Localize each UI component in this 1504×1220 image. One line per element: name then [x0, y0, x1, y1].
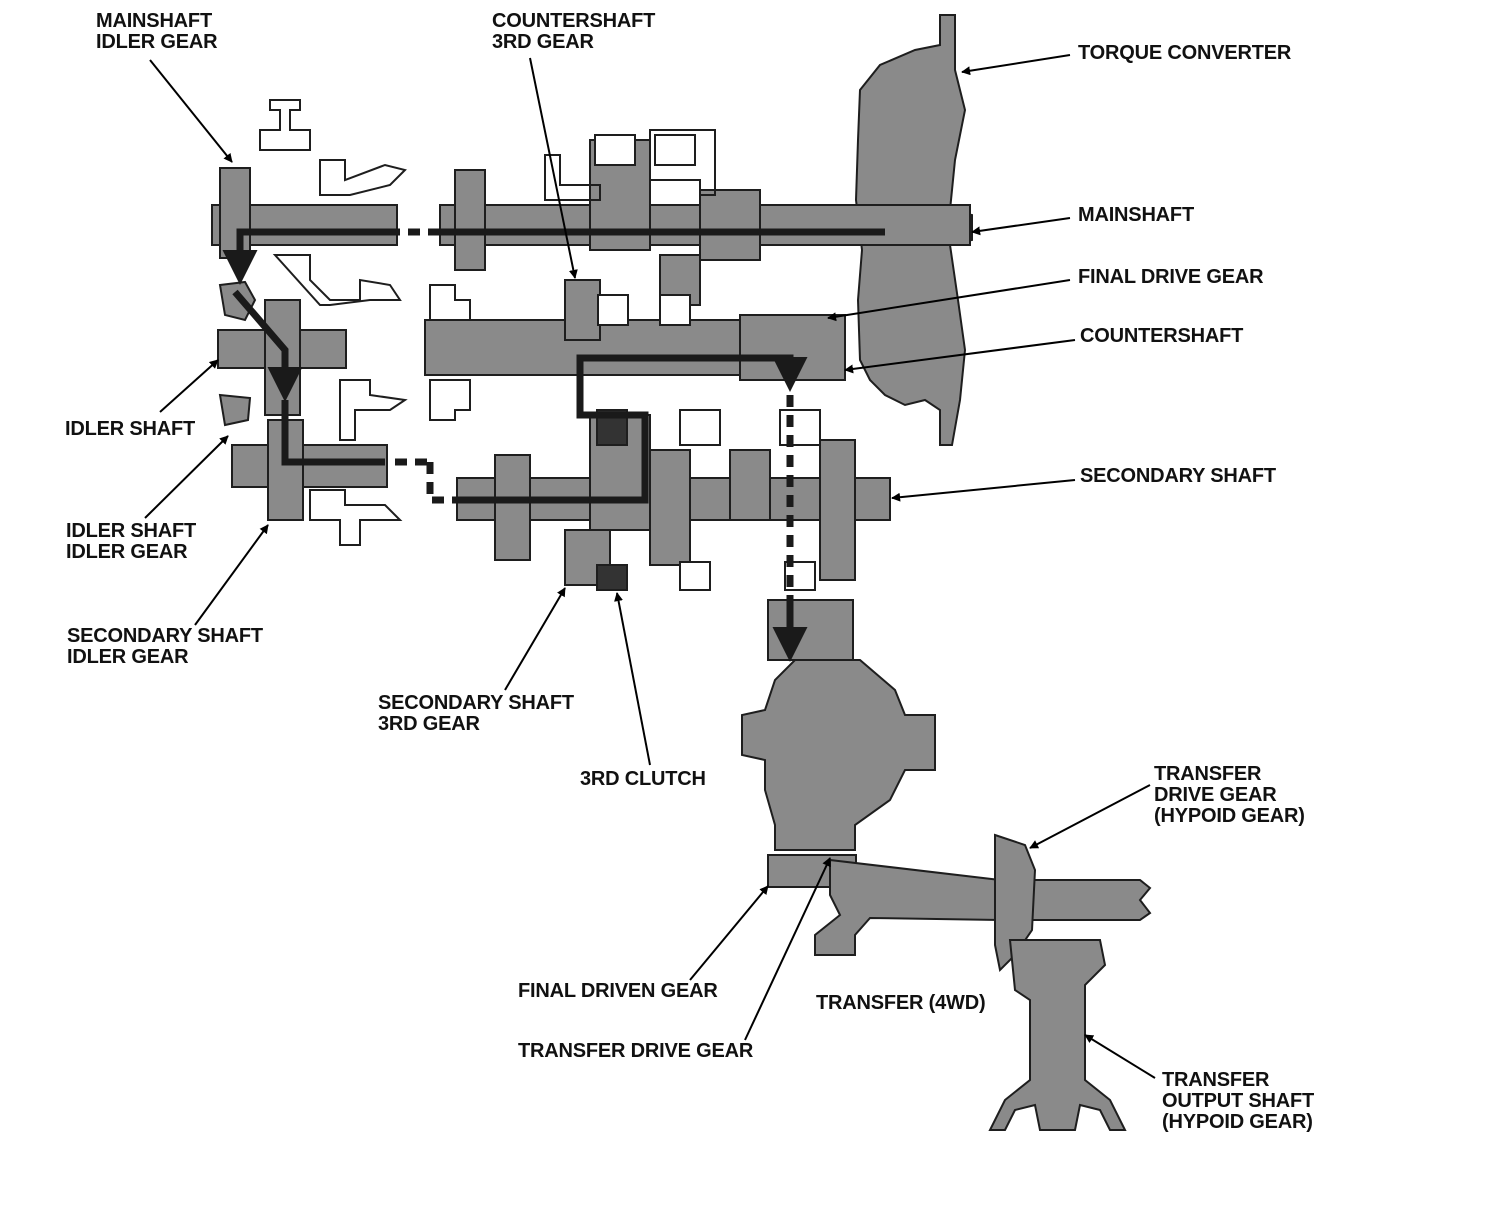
secondary-shaft-left-outline: [309, 489, 403, 546]
differential-upper-gear: [767, 599, 854, 661]
countershaft-3rd-gear: [564, 279, 601, 341]
secondary-shaft-gear-c: [649, 449, 691, 566]
idler-shaft-lower-part: [218, 393, 252, 427]
mainshaft-gear-a: [454, 169, 486, 271]
label-countershaft: COUNTERSHAFT: [1080, 325, 1244, 347]
leader-final-driven-gear: [689, 885, 769, 981]
leader-secondary-shaft: [891, 479, 1076, 502]
idler-shaft-right-outline: [339, 379, 408, 441]
leader-idler-shaft-idler-gear: [144, 435, 229, 519]
leader-countershaft-3rd-gear: [529, 57, 578, 279]
label-final-driven-gear: FINAL DRIVEN GEAR: [518, 980, 718, 1002]
components: [211, 14, 1152, 1131]
leader-transfer-output-shaft: [1084, 1034, 1156, 1079]
leader-transfer-drive-gear: [744, 857, 831, 1041]
label-3rd-clutch: 3RD CLUTCH: [580, 768, 706, 790]
third-clutch-lower: [596, 564, 628, 591]
label-secondary-shaft: SECONDARY SHAFT: [1080, 465, 1276, 487]
leader-countershaft: [844, 339, 1076, 374]
secondary-shaft-left: [231, 444, 388, 488]
mainshaft-lower-gear: [272, 254, 402, 306]
power-flow-mainshaft-left: [222, 228, 390, 285]
differential-case: [741, 659, 936, 851]
mainshaft-upper-gear-2: [319, 159, 407, 196]
mainshaft-upper-gear: [259, 99, 311, 151]
label-transfer-drive-gear: TRANSFER DRIVE GEAR: [518, 1040, 754, 1062]
transfer-output-shaft-hypoid: [988, 939, 1127, 1131]
leader-secondary-shaft-3rd-gear: [504, 587, 566, 691]
clutch-pack-secondary-1: [679, 409, 721, 446]
leader-secondary-shaft-idler-gear: [194, 524, 269, 626]
label-torque-converter: TORQUE CONVERTER: [1078, 42, 1292, 64]
leader-torque-converter: [961, 54, 1071, 76]
mainshaft-clutch-outline: [544, 129, 716, 201]
clutch-pack-secondary-2: [779, 409, 821, 446]
countershaft-left-outline: [429, 284, 471, 421]
transfer-shaft: [814, 858, 1152, 956]
clutch-pack-lower-2: [679, 561, 711, 591]
label-mainshaft: MAINSHAFT: [1078, 204, 1194, 226]
clutch-pack-mainshaft-2: [654, 134, 696, 166]
leader-mainshaft-idler-gear: [149, 59, 233, 163]
power-flow-secondary-left: [281, 400, 385, 466]
mainshaft-idler-gear: [219, 167, 251, 259]
clutch-pack-countershaft-2: [659, 294, 691, 326]
secondary-shaft-gear-e: [819, 439, 856, 581]
label-idler-shaft: IDLER SHAFT: [65, 418, 196, 440]
power-flow-path: [222, 228, 885, 662]
secondary-shaft-gear-d: [729, 449, 771, 521]
secondary-shaft-gear-a: [494, 454, 531, 561]
clutch-pack-mainshaft-1: [594, 134, 636, 166]
leader-lines: [144, 54, 1156, 1079]
leader-3rd-clutch: [614, 592, 651, 766]
label-transfer-4wd: TRANSFER (4WD): [816, 992, 986, 1014]
clutch-pack-countershaft-1: [597, 294, 629, 326]
power-flow-idler: [232, 289, 303, 402]
power-flow-secondary-dashed-b: [426, 462, 460, 504]
power-flow-secondary-right: [460, 354, 808, 504]
mainshaft-gear-c: [699, 189, 761, 261]
leader-mainshaft: [971, 217, 1071, 236]
clutch-packs: [594, 134, 821, 591]
leader-transfer-drive-gear-hypoid: [1029, 784, 1151, 849]
leader-final-drive-gear: [827, 279, 1071, 322]
leader-idler-shaft: [159, 359, 219, 413]
label-final-drive-gear: FINAL DRIVE GEAR: [1078, 266, 1264, 288]
